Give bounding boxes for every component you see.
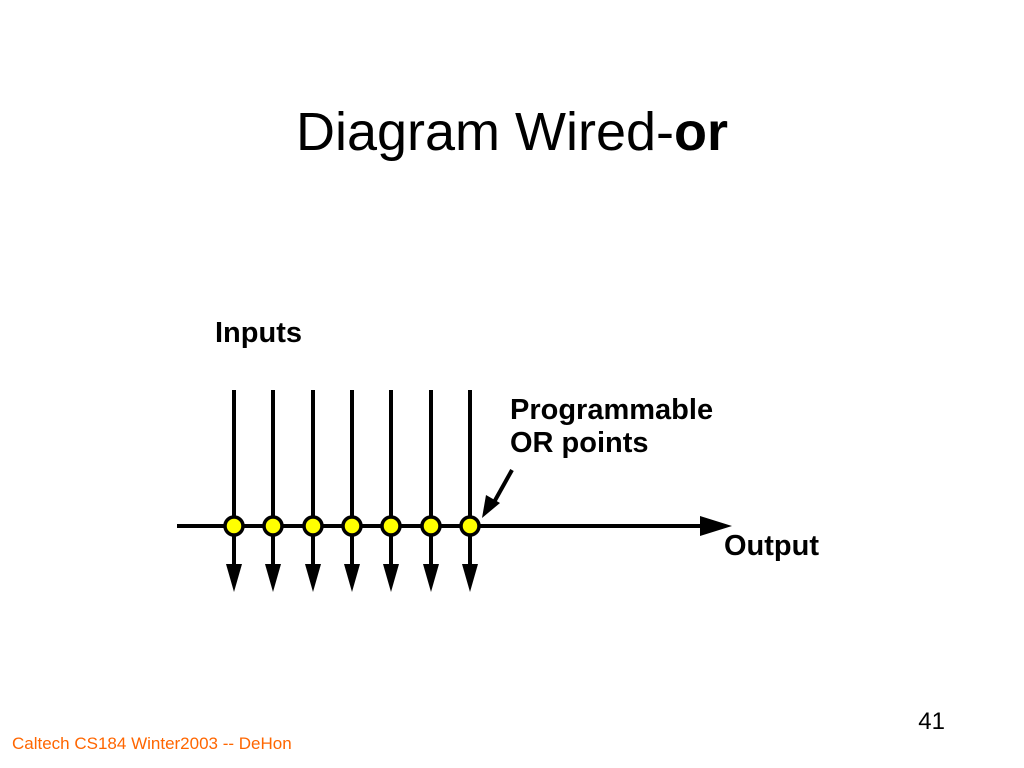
input-arrowhead <box>265 564 281 592</box>
input-arrowhead <box>423 564 439 592</box>
or-points-label: OR points <box>510 427 649 459</box>
slide-number: 41 <box>918 708 945 735</box>
output-arrowhead <box>700 516 732 536</box>
input-arrowhead <box>462 564 478 592</box>
or-point <box>420 515 442 537</box>
input-wires <box>226 390 478 592</box>
or-point <box>459 515 481 537</box>
or-points <box>223 515 481 537</box>
programmable-label: Programmable <box>510 394 713 426</box>
output-label: Output <box>724 530 819 562</box>
or-point <box>302 515 324 537</box>
footer-text: Caltech CS184 Winter2003 -- DeHon <box>12 734 292 753</box>
callout-arrowhead <box>482 495 500 518</box>
input-arrowhead <box>383 564 399 592</box>
input-arrowhead <box>344 564 360 592</box>
slide-title: Diagram Wired-or <box>0 100 1024 165</box>
title-bold: or <box>674 102 729 162</box>
title-prefix: Diagram Wired- <box>295 102 675 162</box>
input-arrowhead <box>305 564 321 592</box>
input-arrowhead <box>226 564 242 592</box>
or-point <box>341 515 363 537</box>
or-point <box>223 515 245 537</box>
inputs-label: Inputs <box>215 317 302 349</box>
or-point <box>380 515 402 537</box>
or-point <box>262 515 284 537</box>
callout-arrow-line <box>491 469 514 505</box>
